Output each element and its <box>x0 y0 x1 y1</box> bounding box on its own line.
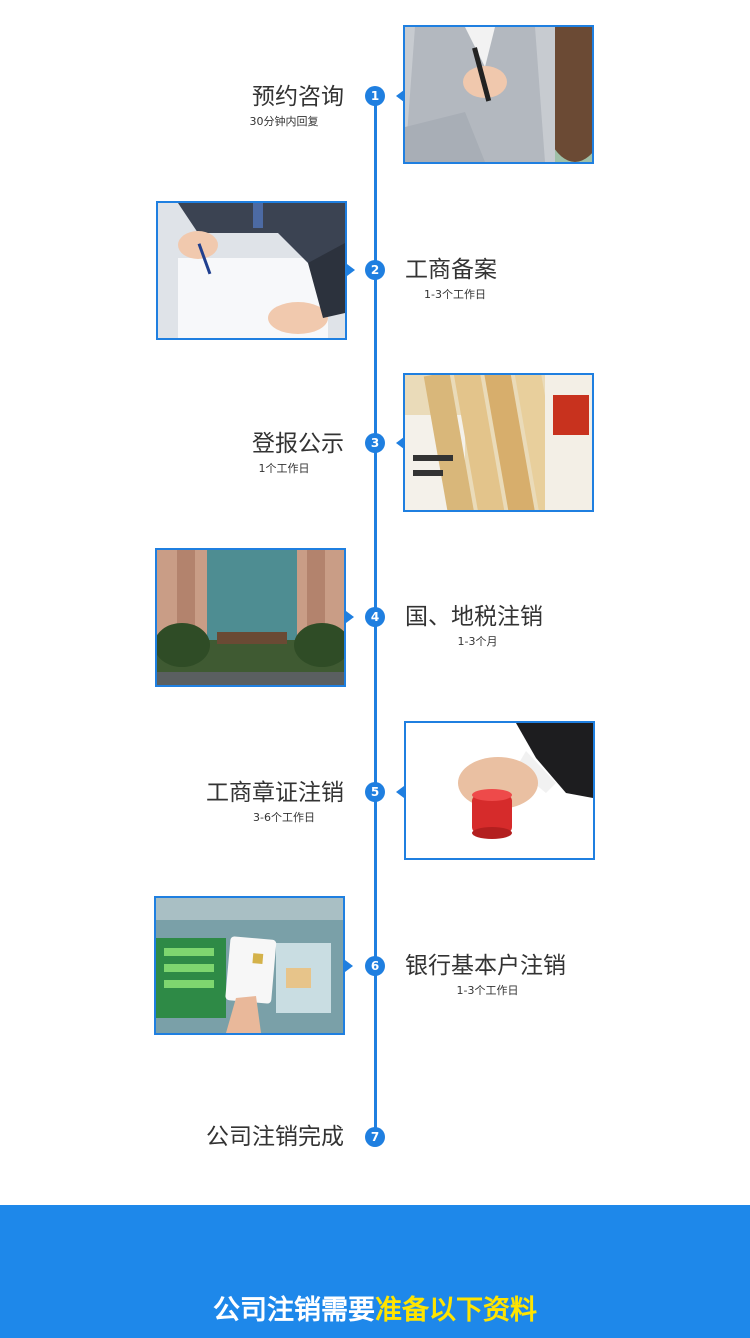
step-6-marker: 6 <box>365 956 385 976</box>
footer-title-part1: 公司注销需要 <box>213 1295 375 1326</box>
step-5-text: 工商章证注销 3-6个工作日 <box>134 778 344 826</box>
step-5-subtitle: 3-6个工作日 <box>253 811 315 824</box>
step-7-text: 公司注销完成 <box>134 1122 344 1152</box>
step-7-marker: 7 <box>365 1127 385 1147</box>
tax-bureau-building-photo <box>155 548 346 687</box>
hands-writing-paper-photo <box>156 201 347 340</box>
step-3-marker: 3 <box>365 433 385 453</box>
red-stamp-hand-illustration <box>406 723 593 858</box>
rolled-newspapers-illustration <box>405 375 592 510</box>
step-6-title: 银行基本户注销 <box>405 953 566 979</box>
step-2-text: 工商备案 1-3个工作日 <box>395 255 515 303</box>
step-5-marker: 5 <box>365 782 385 802</box>
step-7-title: 公司注销完成 <box>206 1124 344 1150</box>
tax-bureau-building-illustration <box>157 550 344 685</box>
business-woman-pen-illustration <box>405 27 592 162</box>
step-4-text: 国、地税注销 1-3个月 <box>395 602 560 650</box>
step-3-text: 登报公示 1个工作日 <box>134 429 344 477</box>
hands-writing-paper-illustration <box>158 203 345 338</box>
bank-card-atm-illustration <box>156 898 343 1033</box>
step-2-subtitle: 1-3个工作日 <box>424 288 486 301</box>
step-6-pointer <box>345 960 353 972</box>
step-2-marker: 2 <box>365 260 385 280</box>
step-3-pointer <box>396 437 404 449</box>
step-6-subtitle: 1-3个工作日 <box>456 984 519 997</box>
footer-title: 公司注销需要准备以下资料 <box>0 1293 750 1329</box>
step-1-text: 预约咨询 30分钟内回复 <box>134 82 345 130</box>
step-1-title: 预约咨询 <box>252 84 344 110</box>
step-4-marker: 4 <box>365 607 385 627</box>
bank-card-atm-photo <box>154 896 345 1035</box>
step-3-subtitle: 1个工作日 <box>258 462 310 475</box>
step-4-title: 国、地税注销 <box>405 604 543 630</box>
step-2-title: 工商备案 <box>405 257 497 283</box>
step-1-pointer <box>396 90 404 102</box>
step-1-marker: 1 <box>365 86 385 106</box>
footer-title-part2: 准备以下资料 <box>375 1295 537 1326</box>
business-woman-pen-photo <box>403 25 594 164</box>
step-5-pointer <box>396 786 404 798</box>
footer-banner <box>0 1205 750 1338</box>
step-2-pointer <box>347 264 355 276</box>
step-4-pointer <box>346 611 354 623</box>
red-stamp-hand-photo <box>404 721 595 860</box>
step-4-subtitle: 1-3个月 <box>457 635 498 648</box>
step-3-title: 登报公示 <box>252 431 344 457</box>
step-5-title: 工商章证注销 <box>206 780 344 806</box>
step-6-text: 银行基本户注销 1-3个工作日 <box>395 951 580 999</box>
rolled-newspapers-photo <box>403 373 594 512</box>
step-1-subtitle: 30分钟内回复 <box>249 115 319 128</box>
